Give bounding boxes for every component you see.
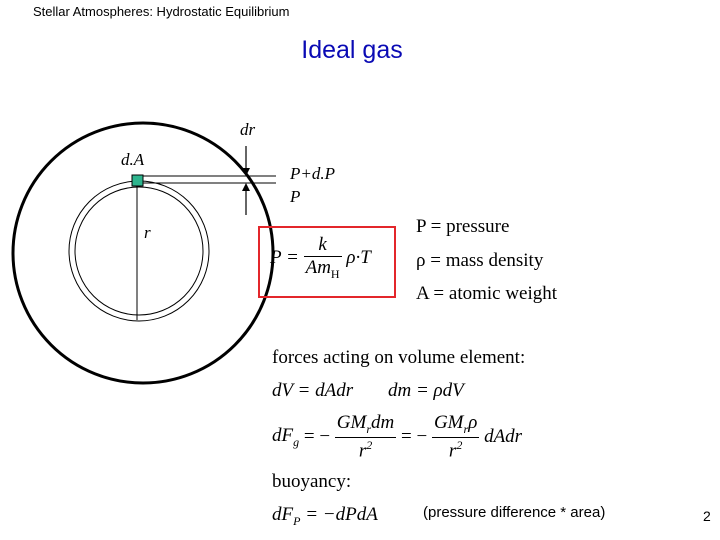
def-pressure: P = pressure [416, 216, 510, 237]
ideal-gas-formula: P = k AmH ρ·T [270, 234, 371, 281]
dm-equation: dm = ρdV [388, 380, 464, 401]
label-P: P [290, 187, 301, 206]
gravity-force-equation: dFg = − GMrdm r2 = − GMrρ r2 dAdr [272, 412, 523, 462]
buoyancy-force-equation: dFP = −dPdA [272, 504, 378, 528]
slide-title: Ideal gas [301, 36, 403, 64]
arrow-up-head [242, 183, 250, 191]
label-r: r [144, 223, 151, 242]
shell-inner-circle [74, 186, 204, 316]
page-number: 2 [703, 508, 711, 524]
def-density: ρ = mass density [416, 250, 544, 271]
buoyancy-heading: buoyancy: [272, 471, 352, 492]
outer-circle [11, 121, 275, 385]
label-dA: d.A [121, 150, 145, 169]
label-dr: dr [240, 120, 256, 139]
dv-equation: dV = dAdr [272, 380, 354, 401]
area-element-marker [131, 174, 144, 187]
ideal-gas-formula-box [258, 226, 396, 298]
shell-outer-circle [68, 180, 210, 322]
forces-heading: forces acting on volume element: [272, 347, 526, 368]
buoyancy-note: (pressure difference * area) [423, 504, 606, 521]
arrow-down-head [242, 168, 250, 176]
def-atomic-weight: A = atomic weight [416, 283, 558, 304]
label-P-plus-dP: P+d.P [290, 164, 335, 183]
slide-header: Stellar Atmospheres: Hydrostatic Equilib… [33, 4, 290, 19]
